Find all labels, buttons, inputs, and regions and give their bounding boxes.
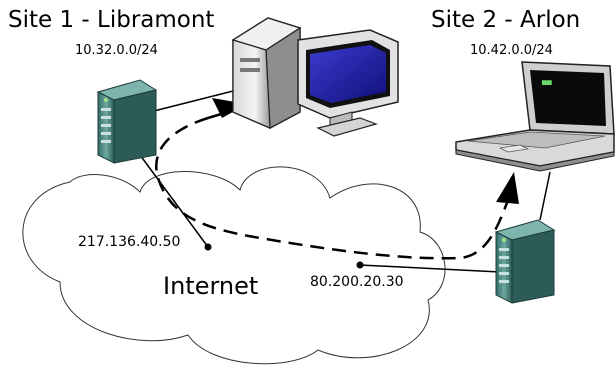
site1-public-ip: 217.136.40.50 xyxy=(78,234,180,250)
site2-network: 10.42.0.0/24 xyxy=(470,43,553,58)
internet-label: Internet xyxy=(163,272,258,300)
site1-title: Site 1 - Libramont xyxy=(8,7,214,33)
internet-cloud xyxy=(22,166,446,365)
link-server1-desktop xyxy=(149,89,238,113)
ip-point-site2 xyxy=(356,261,364,269)
link-internet-server2 xyxy=(359,264,501,273)
laptop-icon: ████ xyxy=(455,61,615,172)
vpn-tunnel-path xyxy=(155,116,512,260)
arrowhead-icon xyxy=(496,172,519,204)
link-server1-internet xyxy=(139,154,209,248)
desktop-computer-icon xyxy=(231,17,399,137)
site2-title: Site 2 - Arlon xyxy=(431,7,580,33)
site1-network: 10.32.0.0/24 xyxy=(75,43,158,58)
svg-text:████: ████ xyxy=(541,80,552,85)
link-server2-laptop xyxy=(539,171,551,221)
site2-public-ip: 80.200.20.30 xyxy=(310,274,404,290)
server-icon xyxy=(96,79,158,164)
server-icon xyxy=(494,219,556,304)
ip-point-site1 xyxy=(204,243,212,251)
